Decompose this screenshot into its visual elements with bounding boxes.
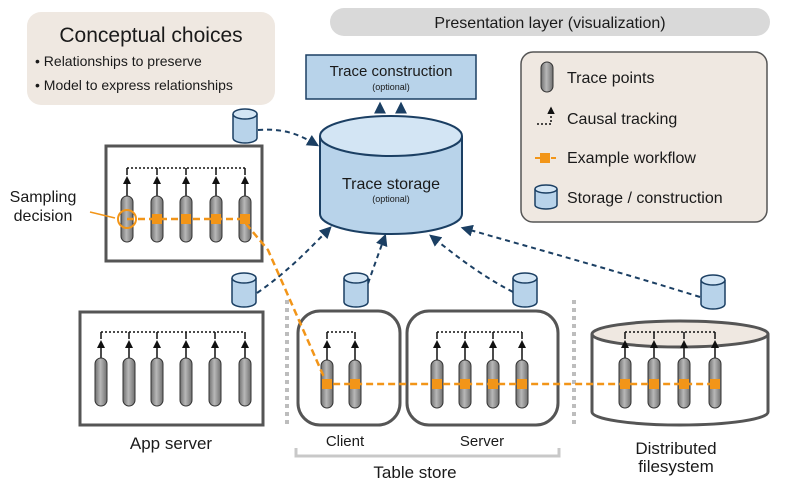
presentation-label: Presentation layer (visualization) [434,15,665,32]
trace-point [94,357,108,407]
workflow-marker [432,379,442,389]
conceptual-title: Conceptual choices [59,24,242,47]
causal-arrowhead [212,176,220,184]
trace-point [208,357,222,407]
upload-arrow [257,128,320,147]
trace-storage-note: (optional) [372,194,410,204]
workflow-markers-layer [152,214,720,389]
upload-arrow [256,226,332,294]
legend-causal-tracking-icon [537,106,555,125]
workflow-marker [620,379,630,389]
causal-arrowhead [123,176,131,184]
legend-storage-icon [534,184,558,210]
dfs-label-line1: Distributed [635,439,716,458]
workflow-marker [460,379,470,389]
upload-arrow [460,224,701,298]
conceptual-item: • Relationships to preserve [35,53,202,69]
sampling-label-line2: decision [14,208,73,225]
legend: Trace points Causal tracking Example wor… [520,51,768,223]
trace-point [179,357,193,407]
trace-construction-title: Trace construction [330,63,453,80]
workflow-marker [211,214,221,224]
legend-storage-label: Storage / construction [567,190,723,207]
causal-arrowhead [241,340,249,348]
causal-arrowhead [182,340,190,348]
local-storage-icon [700,274,726,310]
legend-workflow-icon [535,153,556,163]
causal-arrowhead [323,340,331,348]
causal-arrowhead [621,340,629,348]
workflow-marker [350,379,360,389]
legend-causal-tracking-label: Causal tracking [567,111,677,128]
local-storage-icon [512,272,538,308]
presentation-layer-pill: Presentation layer (visualization) [330,8,770,36]
local-storage-icon [343,272,369,308]
causal-arrowhead [241,176,249,184]
causal-arrowhead [711,340,719,348]
trace-storage-title: Trace storage [342,176,440,193]
causal-arrowhead [650,340,658,348]
server-label: Server [460,433,504,450]
local-storage-layer [231,108,726,310]
workflow-marker [152,214,162,224]
legend-trace-points-label: Trace points [567,70,654,87]
trace-point [150,357,164,407]
legend-trace-point-icon [540,61,554,93]
local-storage-icon [231,272,257,308]
causal-arrowhead [518,340,526,348]
trace-construction-note: (optional) [372,82,410,92]
legend-workflow-label: Example workflow [567,150,696,167]
sampling-label-line1: Sampling [10,189,77,206]
causal-arrowhead [680,340,688,348]
causal-arrowhead [125,340,133,348]
table-store-bracket [294,448,561,458]
client-label: Client [326,433,365,450]
workflow-marker [649,379,659,389]
upload-arrow [364,233,388,293]
workflow-marker [181,214,191,224]
causal-arrowhead [153,176,161,184]
workflow-marker [488,379,498,389]
causal-arrowhead [182,176,190,184]
causal-arrowhead [153,340,161,348]
trace-construction-box: Trace construction (optional) [305,54,477,100]
trace-point [122,357,136,407]
conceptual-item: • Model to express relationships [35,77,233,93]
causal-arrowhead [433,340,441,348]
server-box [405,309,560,427]
workflow-marker [240,214,250,224]
app-server-label: App server [130,434,213,453]
example-workflow-path [127,217,715,386]
causal-tracking-layer [97,167,719,360]
trace-point [238,357,252,407]
causal-arrowhead [461,340,469,348]
workflow-marker [322,379,332,389]
causal-arrowhead [351,340,359,348]
trace-storage-cylinder: Trace storage (optional) [319,115,463,235]
conceptual-choices-panel: Conceptual choices • Relationships to pr… [27,12,275,105]
workflow-marker [710,379,720,389]
causal-arrowhead [489,340,497,348]
upload-arrow [429,234,514,293]
workflow-marker [679,379,689,389]
local-storage-icon [232,108,258,144]
storage-upload-arrows [256,128,701,298]
causal-arrowhead [211,340,219,348]
app-server-box [78,310,265,427]
table-store-label: Table store [373,463,456,482]
causal-arrowhead [97,340,105,348]
sampling-decision-marker [89,209,137,229]
dfs-label-line2: filesystem [638,457,714,476]
workflow-marker [517,379,527,389]
